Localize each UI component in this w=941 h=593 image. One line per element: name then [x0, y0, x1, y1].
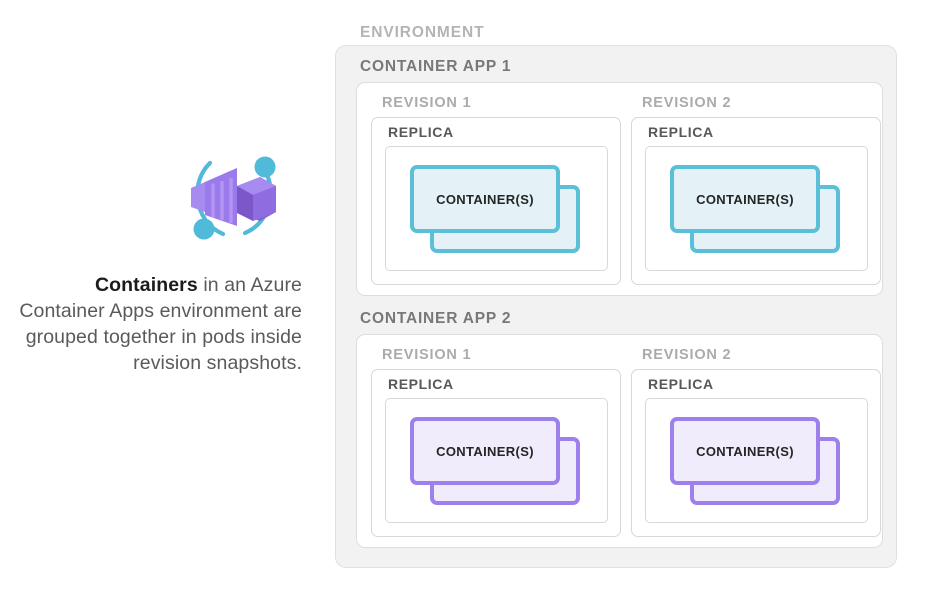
revision-box: REPLICA CONTAINER(S)	[631, 369, 881, 537]
container-app-block: CONTAINER APP 2 REVISION 1 REPLICA CONTA…	[356, 310, 883, 550]
revision-label: REVISION 2	[642, 95, 732, 111]
revision-block: REVISION 2 REPLICA CONTAINER(S)	[631, 95, 881, 285]
container-app-block: CONTAINER APP 1 REVISION 1 REPLICA CONTA…	[356, 58, 883, 298]
replica-box: CONTAINER(S)	[385, 398, 608, 523]
explanation-panel: Containers in an Azure Container Apps en…	[0, 0, 320, 593]
caption-rest: in an Azure Container Apps environment a…	[19, 274, 302, 374]
container-card-label: CONTAINER(S)	[696, 191, 794, 207]
container-stack: CONTAINER(S)	[410, 165, 585, 257]
container-stack: CONTAINER(S)	[670, 417, 845, 509]
container-card-front: CONTAINER(S)	[670, 417, 820, 485]
container-app-label: CONTAINER APP 2	[360, 310, 512, 327]
replica-label: REPLICA	[388, 124, 454, 140]
replica-label: REPLICA	[648, 124, 714, 140]
revision-label: REVISION 2	[642, 347, 732, 363]
revision-block: REVISION 1 REPLICA CONTAINER(S)	[371, 95, 621, 285]
revision-block: REVISION 1 REPLICA CONTAINER(S)	[371, 347, 621, 537]
caption-text: Containers in an Azure Container Apps en…	[10, 272, 302, 376]
replica-label: REPLICA	[388, 376, 454, 392]
revision-block: REVISION 2 REPLICA CONTAINER(S)	[631, 347, 881, 537]
container-app-label: CONTAINER APP 1	[360, 58, 512, 75]
environment-label: ENVIRONMENT	[360, 24, 485, 41]
container-card-label: CONTAINER(S)	[436, 191, 534, 207]
environment-box: CONTAINER APP 1 REVISION 1 REPLICA CONTA…	[335, 45, 897, 568]
replica-box: CONTAINER(S)	[645, 146, 868, 271]
container-card-front: CONTAINER(S)	[670, 165, 820, 233]
container-card-label: CONTAINER(S)	[696, 443, 794, 459]
container-stack: CONTAINER(S)	[670, 165, 845, 257]
container-card-front: CONTAINER(S)	[410, 165, 560, 233]
revision-box: REPLICA CONTAINER(S)	[371, 117, 621, 285]
container-app-box: REVISION 1 REPLICA CONTAINER(S) REVISION	[356, 82, 883, 296]
container-card-label: CONTAINER(S)	[436, 443, 534, 459]
revision-box: REPLICA CONTAINER(S)	[371, 369, 621, 537]
azure-container-apps-icon	[182, 146, 286, 250]
container-app-box: REVISION 1 REPLICA CONTAINER(S) REVISION	[356, 334, 883, 548]
container-stack: CONTAINER(S)	[410, 417, 585, 509]
revision-box: REPLICA CONTAINER(S)	[631, 117, 881, 285]
container-card-front: CONTAINER(S)	[410, 417, 560, 485]
caption-lead: Containers	[94, 274, 198, 296]
revision-label: REVISION 1	[382, 95, 472, 111]
replica-label: REPLICA	[648, 376, 714, 392]
revision-label: REVISION 1	[382, 347, 472, 363]
replica-box: CONTAINER(S)	[645, 398, 868, 523]
replica-box: CONTAINER(S)	[385, 146, 608, 271]
